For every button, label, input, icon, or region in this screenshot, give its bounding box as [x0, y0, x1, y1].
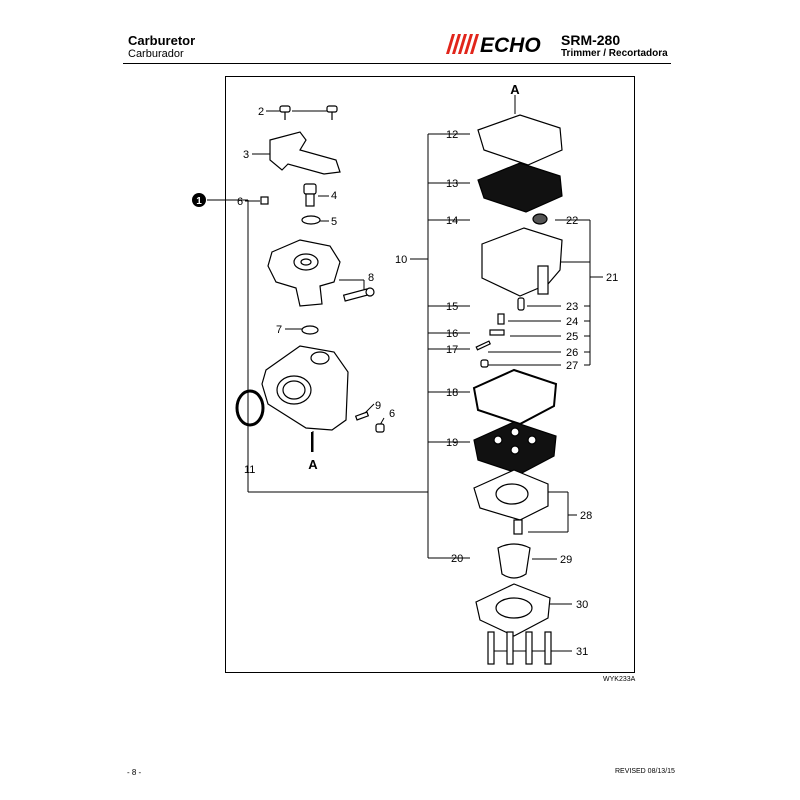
gasket-part-18 [472, 368, 558, 426]
spring-part-24 [497, 313, 505, 325]
page-title: Carburetor [128, 33, 196, 48]
primer-bulb-part-29 [497, 543, 531, 579]
header-left: Carburetor Carburador [128, 33, 195, 61]
part-label-17: 17 [446, 344, 458, 356]
brand-text: ECHO [480, 34, 541, 56]
cap-part-22 [532, 213, 548, 225]
part-label-8: 8 [368, 272, 374, 284]
part-label-15: 15 [446, 301, 458, 313]
diaphragm-part-13 [477, 162, 563, 213]
page-subtitle: Carburador [128, 48, 184, 60]
revised-date: REVISED 08/13/15 [615, 768, 675, 775]
gasket-part-12 [477, 114, 563, 166]
pump-body-part-14 [481, 227, 563, 297]
screw-part-27 [480, 359, 489, 368]
header-rule [123, 63, 671, 64]
part-label-26: 26 [566, 347, 578, 359]
screw-part-9 [354, 411, 370, 421]
part-label-5: 5 [331, 216, 337, 228]
clip-part-7 [301, 325, 319, 335]
bracket-part-3 [269, 131, 341, 175]
part-drawings [235, 105, 563, 665]
part-label-21: 21 [606, 272, 618, 284]
part-label-20: 20 [451, 553, 463, 565]
screw-part-8 [342, 287, 375, 302]
shaft-part-4 [303, 183, 317, 207]
drawing-code: WYK233A [603, 676, 636, 683]
cap-part-6-bottom [375, 423, 385, 433]
part-label-28: 28 [580, 510, 592, 522]
leader-lines [207, 95, 603, 652]
cap-part-6-top [260, 196, 269, 205]
part-label-13: 13 [446, 178, 458, 190]
screw-part-2 [279, 105, 338, 120]
part-label-24: 24 [566, 316, 578, 328]
part-label-22: 22 [566, 215, 578, 227]
part-label-23: 23 [566, 301, 578, 313]
echo-logo: ECHO [446, 34, 541, 56]
part-label-7: 7 [276, 324, 282, 336]
assembly-number-badge [192, 193, 206, 207]
pin-part-26 [475, 340, 491, 351]
screws-part-31 [487, 631, 552, 665]
part-label-12: 12 [446, 129, 458, 141]
page-number: - 8 - [127, 768, 142, 777]
oring-part-11 [235, 389, 265, 427]
diagram-frame [225, 76, 635, 673]
part-label-30: 30 [576, 599, 588, 611]
lever-part-25 [489, 329, 505, 336]
part-label-25: 25 [566, 331, 578, 343]
part-label-11: 11 [244, 464, 255, 476]
part-label-19: 19 [446, 437, 458, 449]
model-name: SRM-280 [561, 32, 621, 48]
part-label-6b: 6 [389, 408, 395, 420]
header-right: SRM-280 Trimmer / Recortadora [561, 33, 668, 60]
model-subtitle: Trimmer / Recortadora [561, 48, 668, 59]
part-label-18: 18 [446, 387, 458, 399]
part-label-29: 29 [560, 554, 572, 566]
part-label-3: 3 [243, 149, 249, 161]
part-label-2: 2 [258, 106, 264, 118]
part-label-10: 10 [395, 254, 407, 266]
part-label-16: 16 [446, 328, 458, 340]
assembly-number: 1 [196, 196, 202, 207]
throttle-body [267, 239, 341, 307]
part-label-9: 9 [375, 400, 381, 412]
part-label-27: 27 [566, 360, 578, 372]
section-marker-top: A [510, 82, 520, 97]
washer-part-5 [301, 215, 321, 225]
part-label-4: 4 [331, 190, 337, 202]
part-label-31: 31 [576, 646, 588, 658]
part-label-14: 14 [446, 215, 458, 227]
needle-part-23 [517, 297, 525, 311]
part-label-6a: 6 [237, 196, 243, 208]
section-marker-bottom: A [308, 457, 318, 472]
